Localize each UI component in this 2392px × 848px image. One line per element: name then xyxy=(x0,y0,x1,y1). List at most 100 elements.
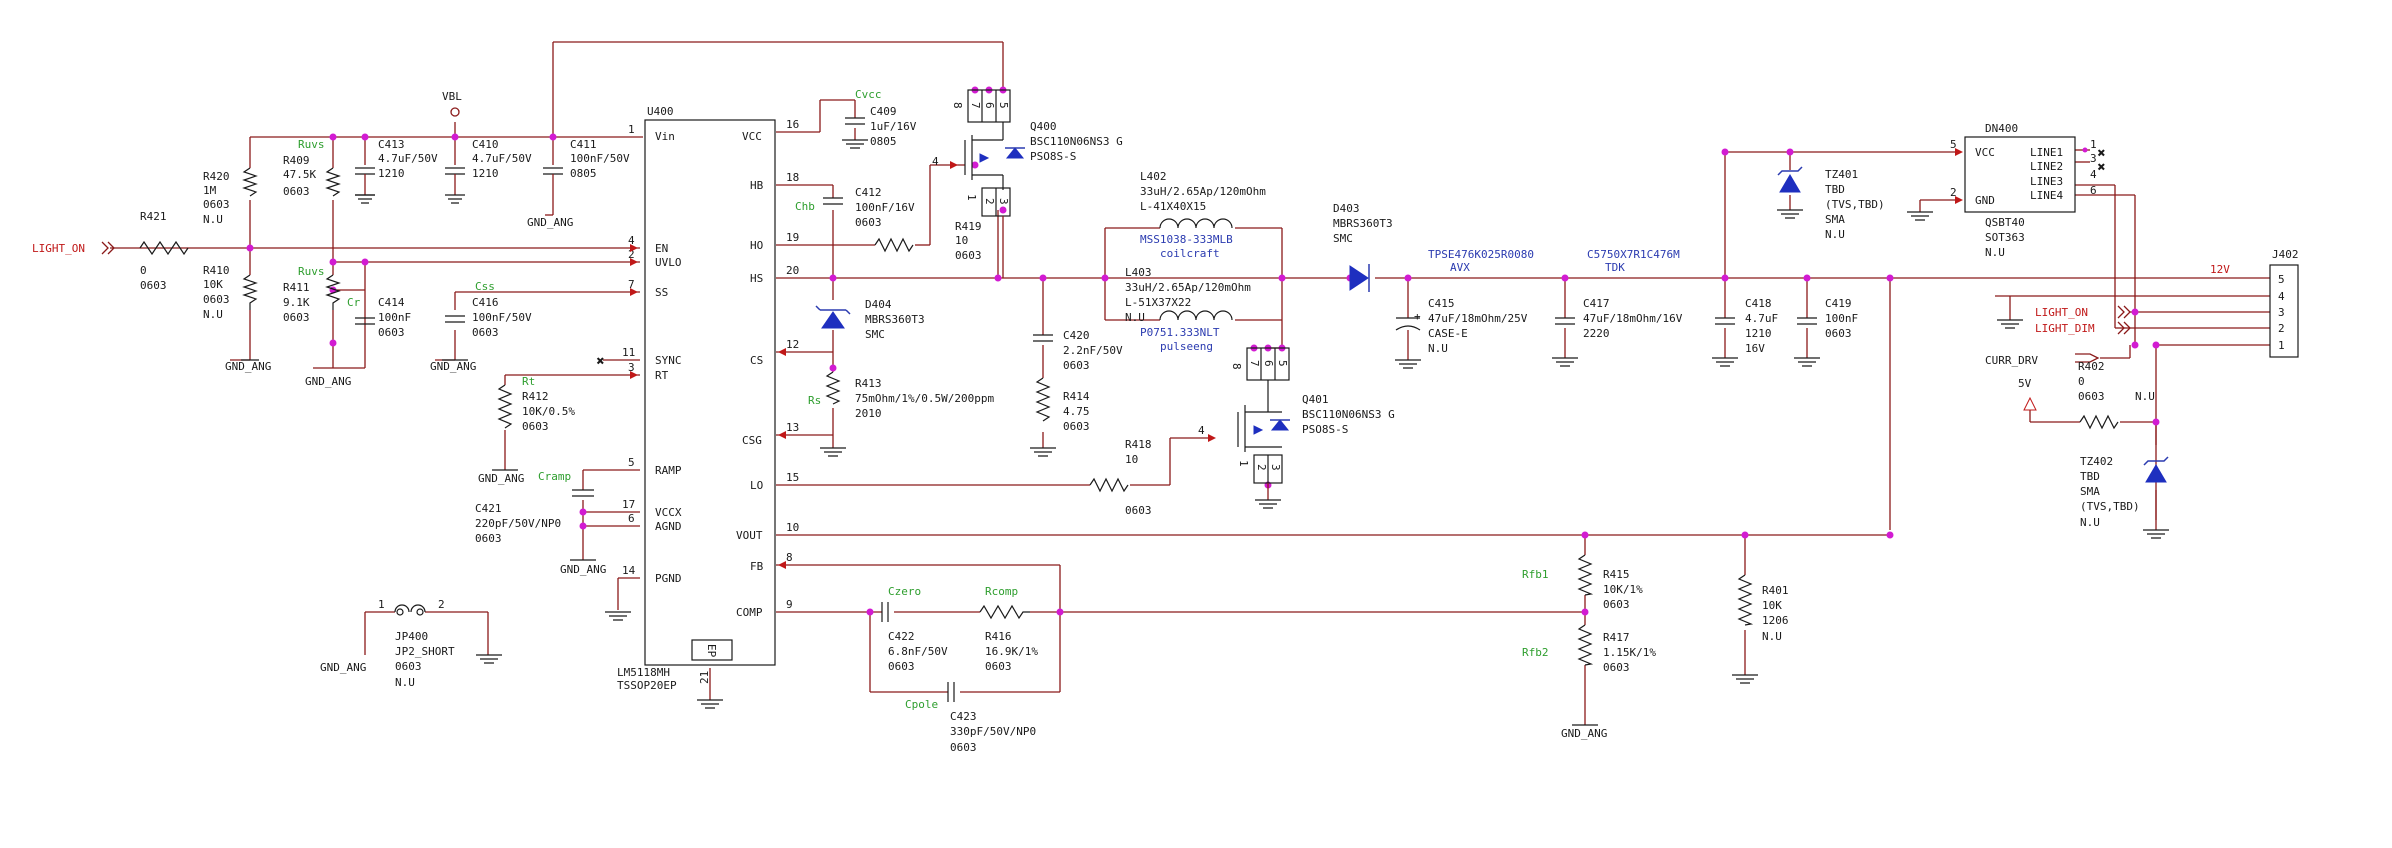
cr-label: Cr xyxy=(347,296,361,309)
r419: R419 10 0603 xyxy=(874,220,982,262)
c412-package: 0603 xyxy=(855,216,882,229)
r419-value: 10 xyxy=(955,234,968,247)
pin-hs-num: 20 xyxy=(786,264,799,277)
c415-nu: N.U xyxy=(1428,342,1448,355)
rs-label: Rs xyxy=(808,394,821,407)
gnd-ang-6: GND_ANG xyxy=(560,563,606,576)
j402-gnd xyxy=(1997,319,2023,329)
r420-nu: N.U xyxy=(203,213,223,226)
dn400-pin3: 3 xyxy=(2090,152,2097,165)
pin-uvlo-num: 2 xyxy=(628,248,635,261)
ruvs-label-bottom: Ruvs xyxy=(298,265,325,278)
r418-ref: R418 xyxy=(1125,438,1152,451)
l402-mfr-pn: MSS1038-333MLB xyxy=(1140,233,1233,246)
jp400-package: 0603 xyxy=(395,660,422,673)
r421-package: 0603 xyxy=(140,279,167,292)
u400-left-pins: 1 Vin 4 EN 2 UVLO 7 SS 11 SYNC 3 RT 5 RA… xyxy=(622,123,682,585)
l403-mfr-pn: P0751.333NLT xyxy=(1140,326,1220,339)
r415: Rfb1 R415 10K/1% 0603 xyxy=(1522,554,1643,611)
c410-package: 1210 xyxy=(472,167,499,180)
q400-pin6: 6 xyxy=(983,102,996,109)
r401-value: 10K xyxy=(1762,599,1782,612)
d404-ref: D404 xyxy=(865,298,892,311)
q400-pin2: 2 xyxy=(983,198,996,205)
c421-value: 220pF/50V/NP0 xyxy=(475,517,561,530)
curr-drv-label: CURR_DRV xyxy=(1985,354,2038,367)
pin-ramp-name: RAMP xyxy=(655,464,682,477)
r411-package: 0603 xyxy=(283,311,310,324)
ruvs-label-top: Ruvs xyxy=(298,138,325,151)
r414-value: 4.75 xyxy=(1063,405,1090,418)
c415-mfr: AVX xyxy=(1450,261,1470,274)
pin-pgnd-name: PGND xyxy=(655,572,682,585)
light-on-input: LIGHT_ON R421 0 0603 xyxy=(32,210,189,292)
c411-package: 0805 xyxy=(570,167,597,180)
jp400-nu: N.U xyxy=(395,676,415,689)
czero-label: Czero xyxy=(888,585,921,598)
r421-value: 0 xyxy=(140,264,147,277)
c415: TPSE476K025R0080 AVX C415 47uF/18mOhm/25… xyxy=(1395,248,1534,369)
r418-package: 0603 xyxy=(1125,504,1152,517)
gnd-ang-8: GND_ANG xyxy=(1561,727,1607,740)
q400-pin5: 5 xyxy=(997,102,1010,109)
q400-pin7: 7 xyxy=(969,102,982,109)
c409-ref: C409 xyxy=(870,105,897,118)
tz401-package: SMA xyxy=(1825,213,1845,226)
r410-nu: N.U xyxy=(203,308,223,321)
d403: D403 MBRS360T3 SMC xyxy=(1333,202,1393,292)
dn400-gnd: GND xyxy=(1975,194,1995,207)
q400-pin8: 8 xyxy=(951,102,964,109)
r416-value: 16.9K/1% xyxy=(985,645,1038,658)
c423-package: 0603 xyxy=(950,741,977,754)
r409-ref: R409 xyxy=(283,154,310,167)
net-12v-label: 12V xyxy=(2210,263,2230,276)
r417-ref: R417 xyxy=(1603,631,1630,644)
pin-ho-name: HO xyxy=(750,239,763,252)
r419-package: 0603 xyxy=(955,249,982,262)
q401-value: BSC110N06NS3 G xyxy=(1302,408,1395,421)
light-on-net-label: LIGHT_ON xyxy=(32,242,85,255)
pin-vccx-name: VCCX xyxy=(655,506,682,519)
r410: R410 10K 0603 N.U GND_ANG xyxy=(203,264,271,373)
r402-value: 0 xyxy=(2078,375,2085,388)
pin-vout-name: VOUT xyxy=(736,529,763,542)
r420: R420 1M 0603 N.U xyxy=(203,167,258,226)
c412-value: 100nF/16V xyxy=(855,201,915,214)
c417-mfr-pn: C5750X7R1C476M xyxy=(1587,248,1680,261)
css-label: Css xyxy=(475,280,495,293)
c413-ref: C413 xyxy=(378,138,405,151)
c411-value: 100nF/50V xyxy=(570,152,630,165)
net-nu-label: N.U xyxy=(2135,390,2155,403)
l403-mfr: pulseeng xyxy=(1160,340,1213,353)
c422-package: 0603 xyxy=(888,660,915,673)
r401-ref: R401 xyxy=(1762,584,1789,597)
gnd-ang-5: GND_ANG xyxy=(478,472,524,485)
j402-pin5: 5 xyxy=(2278,273,2285,286)
c422-value: 6.8nF/50V xyxy=(888,645,948,658)
wires xyxy=(110,41,2270,725)
pin-cs-num: 12 xyxy=(786,338,799,351)
pin-hs-name: HS xyxy=(750,272,763,285)
rfb2-label: Rfb2 xyxy=(1522,646,1549,659)
gnd-ang-3: GND_ANG xyxy=(527,216,573,229)
pin-hb-num: 18 xyxy=(786,171,799,184)
c421: Cramp C421 220pF/50V/NP0 0603 GND_ANG xyxy=(475,470,631,621)
c418-voltage: 16V xyxy=(1745,342,1765,355)
c418-value: 4.7uF xyxy=(1745,312,1778,325)
c418: C418 4.7uF 1210 16V xyxy=(1712,297,1778,367)
rt-label: Rt xyxy=(522,375,535,388)
pin-sync-num: 11 xyxy=(622,346,635,359)
r410-package: 0603 xyxy=(203,293,230,306)
q400: 8 7 6 5 4 1 2 3 Q400 BSC110N06NS3 G PSO8… xyxy=(932,89,1123,278)
dn400-part: QSBT40 xyxy=(1985,216,2025,229)
tz401-nu: N.U xyxy=(1825,228,1845,241)
r413-value: 75mOhm/1%/0.5W/200ppm xyxy=(855,392,994,405)
r411: Ruvs R411 9.1K 0603 GND_ANG xyxy=(283,265,365,388)
pin-lo-name: LO xyxy=(750,479,763,492)
l403-value: 33uH/2.65Ap/120mOhm xyxy=(1125,281,1251,294)
gnd-ang-4: GND_ANG xyxy=(430,360,476,373)
c420-value: 2.2nF/50V xyxy=(1063,344,1123,357)
gnd-ang-2: GND_ANG xyxy=(305,375,351,388)
r420-package: 0603 xyxy=(203,198,230,211)
r412-package: 0603 xyxy=(522,420,549,433)
